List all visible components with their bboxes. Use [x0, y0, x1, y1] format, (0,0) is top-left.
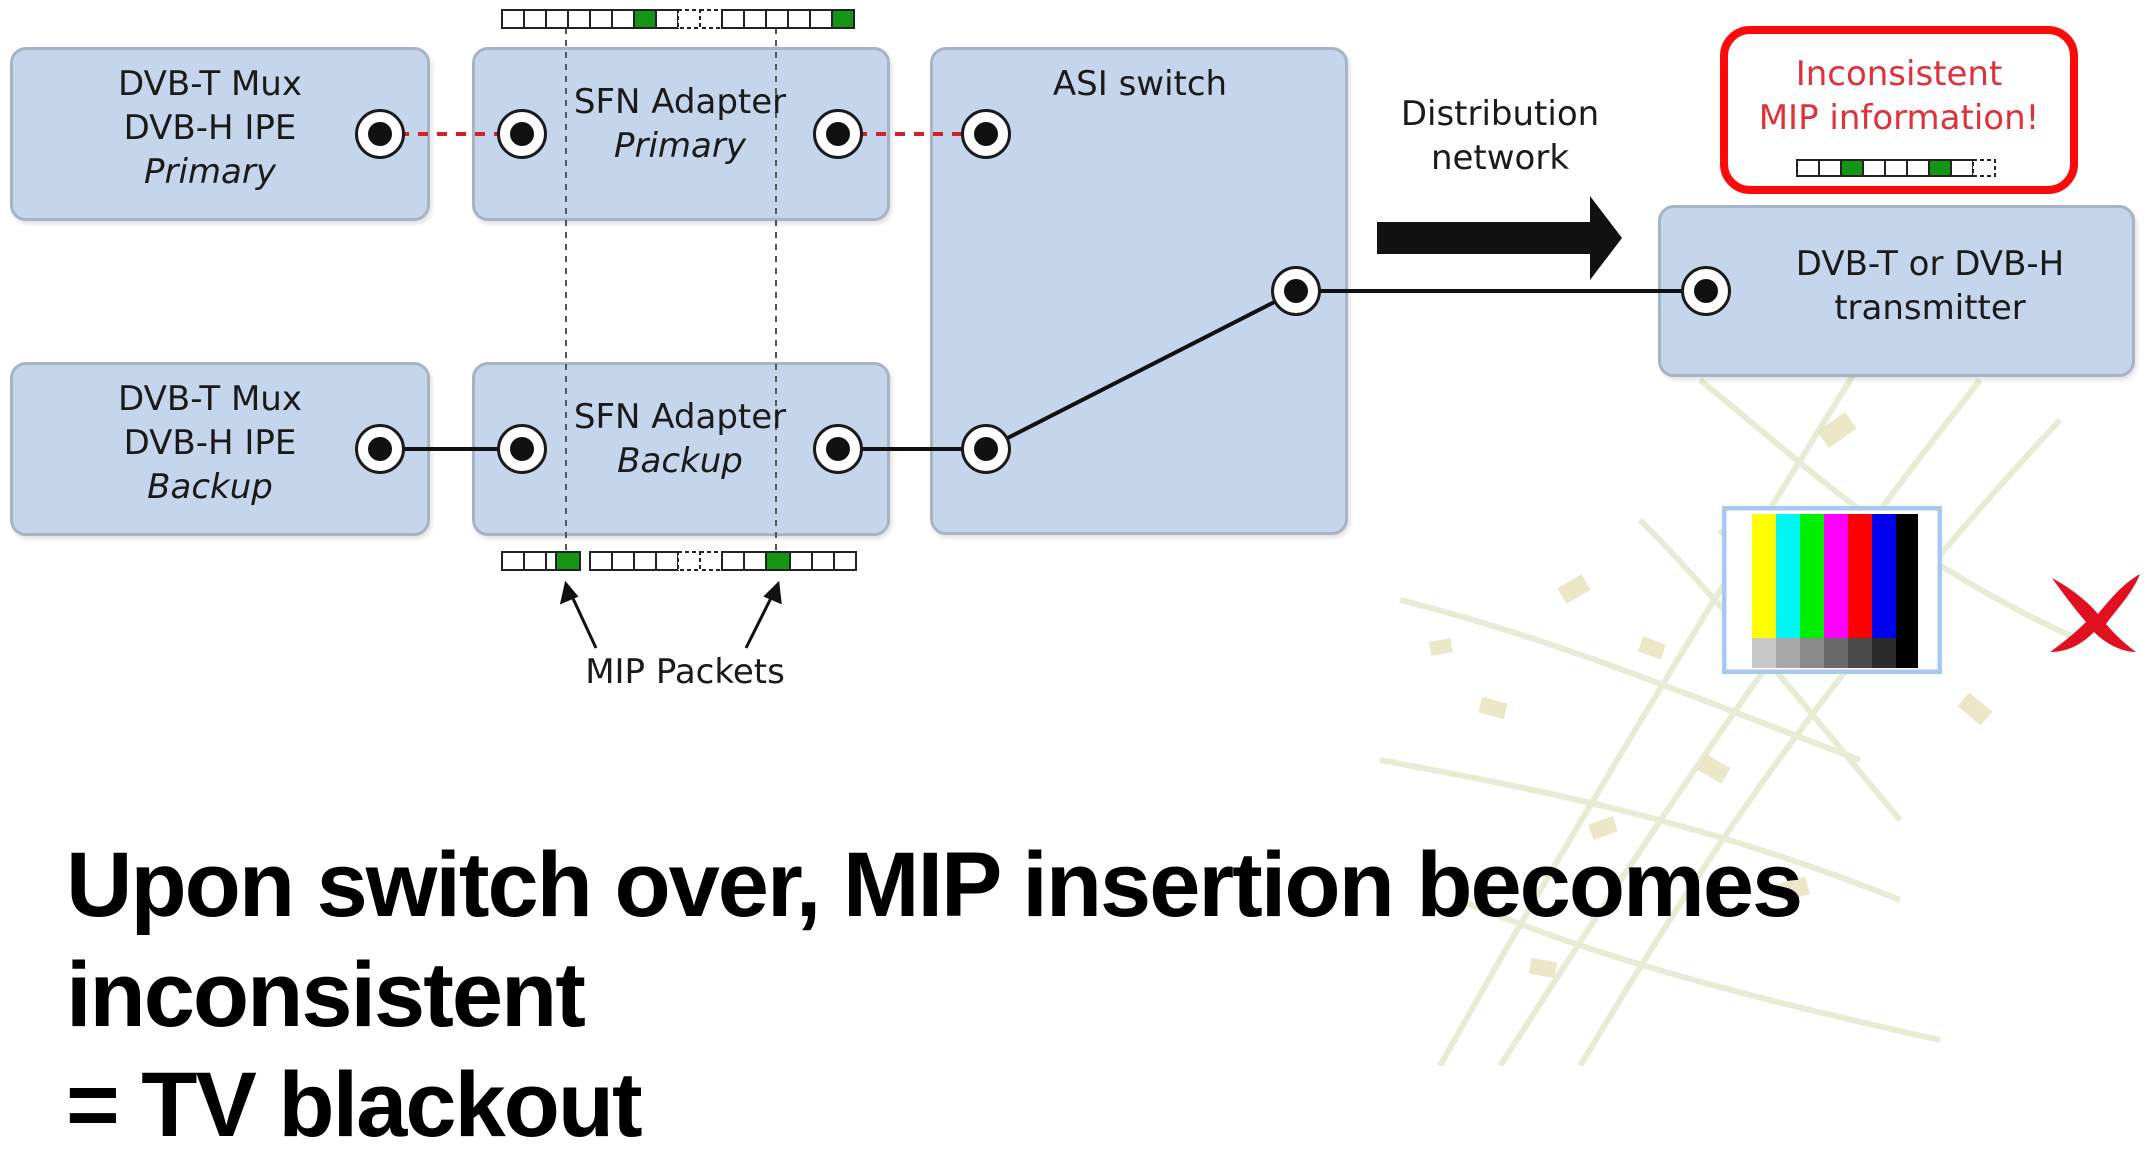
mux-backup-label: DVB-T Mux DVB-H IPE Backup — [118, 379, 302, 507]
port-asi-primary-in — [961, 109, 1011, 159]
inconsistent-mip-alert: Inconsistent MIP information! — [1720, 26, 2078, 194]
red-cross-icon — [2050, 574, 2140, 652]
slide-headline: Upon switch over, MIP insertion becomes … — [66, 830, 2126, 1160]
transmitter-label: DVB-T or DVB-H transmitter — [1795, 244, 2065, 328]
port-sfn-backup-out — [813, 424, 863, 474]
port-sfn-primary-out — [813, 109, 863, 159]
tv-color-bars-icon — [1722, 506, 1942, 674]
sfn-primary-label: SFN Adapter Primary — [573, 82, 787, 166]
sfn-backup-label: SFN Adapter Backup — [573, 397, 787, 481]
port-mux-backup-out — [355, 424, 405, 474]
headline-line-1: Upon switch over, MIP insertion becomes … — [66, 834, 1803, 1046]
headline-line-2: = TV blackout — [66, 1054, 643, 1156]
port-mux-primary-out — [355, 109, 405, 159]
mux-primary-box — [10, 47, 430, 221]
mip-packet-strip-primary — [501, 9, 855, 29]
mip-pointer-arrows — [559, 580, 782, 649]
asi-internal-link — [985, 289, 1297, 451]
port-asi-out — [1271, 266, 1321, 316]
distribution-arrow — [1377, 196, 1622, 280]
transmitter-box — [1658, 205, 2135, 377]
asi-switch-label: ASI switch — [1052, 64, 1228, 104]
alert-packet-strip — [1796, 159, 1996, 177]
slide: DVB-T Mux DVB-H IPE Primary DVB-T Mux DV… — [10, 9, 2140, 1156]
port-asi-backup-in — [961, 424, 1011, 474]
port-transmitter-in — [1681, 266, 1731, 316]
port-sfn-backup-in — [497, 424, 547, 474]
distribution-network-label: Distribution network — [1400, 94, 1600, 178]
mip-packets-caption: MIP Packets — [585, 652, 785, 692]
alert-text: Inconsistent MIP information! — [1758, 54, 2040, 138]
port-sfn-primary-in — [497, 109, 547, 159]
mux-primary-label: DVB-T Mux DVB-H IPE Primary — [118, 64, 302, 192]
mip-packet-strip-backup — [501, 551, 857, 571]
diagram-connections — [380, 9, 1706, 649]
